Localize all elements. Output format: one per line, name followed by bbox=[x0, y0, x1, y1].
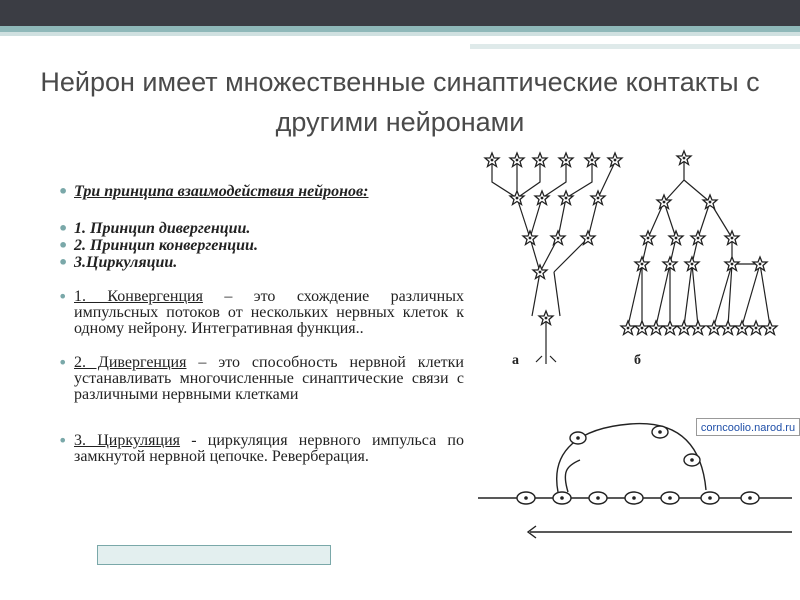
accent-stripe-light bbox=[0, 32, 800, 36]
slide-title: Нейрон имеет множественные синаптические… bbox=[40, 67, 760, 137]
term-circulation: 3. Циркуляция bbox=[74, 432, 181, 449]
diagram-label-a: а bbox=[512, 353, 519, 368]
paragraph-divergence: 2. Дивергенция – это способность нервной… bbox=[58, 355, 464, 403]
paragraph-convergence: 1. Конвергенция – это схождение различны… bbox=[58, 289, 464, 337]
term-convergence: 1. Конвергенция bbox=[74, 288, 203, 305]
text-convergence: – это схождение различных импульсных пот… bbox=[74, 288, 464, 337]
text-circulation: - циркуляция нервного импульса по замкну… bbox=[74, 432, 464, 465]
bullet-list: Три принципа взаимодействия нейронов: 1.… bbox=[58, 184, 464, 483]
neuron-network-diagram: а б bbox=[484, 150, 778, 368]
text-divergence: – это способность нервной клетки устанав… bbox=[74, 354, 464, 403]
accent-stripe bbox=[0, 26, 800, 32]
paragraph-circulation: 3. Циркуляция - циркуляция нервного импу… bbox=[58, 433, 464, 465]
diagram-label-b: б bbox=[634, 353, 641, 368]
bullet-heading: Три принципа взаимодействия нейронов: bbox=[58, 184, 464, 201]
reverberation-circuit-diagram bbox=[478, 422, 792, 539]
top-bar bbox=[0, 0, 800, 26]
principle-circulation: 3.Циркуляции. bbox=[58, 254, 464, 271]
accent-stripe-right bbox=[470, 44, 800, 49]
term-divergence: 2. Дивергенция bbox=[74, 354, 187, 371]
principle-convergence: 2. Принцип конвергенции. bbox=[58, 237, 464, 254]
source-watermark: corncoolio.narod.ru bbox=[696, 418, 800, 436]
principle-divergence: 1. Принцип дивергенции. bbox=[58, 220, 464, 237]
action-button[interactable] bbox=[97, 545, 331, 565]
